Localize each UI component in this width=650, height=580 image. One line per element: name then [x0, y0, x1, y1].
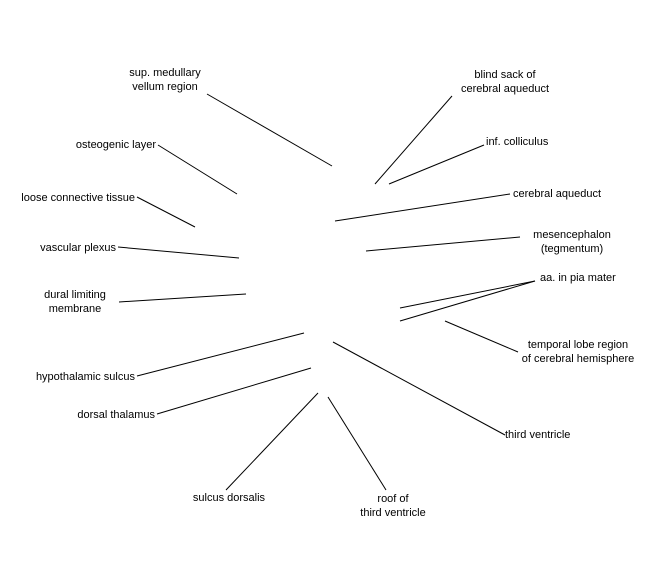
- leader-sulcus-dorsalis: [225, 392, 319, 491]
- leader-dorsal-thalamus: [156, 367, 312, 415]
- leader-sup-medullary-vellum: [206, 93, 333, 167]
- leader-loose-connective-tissue: [136, 196, 196, 228]
- label-inf-colliculus: inf. colliculus: [486, 136, 549, 148]
- label-vascular-plexus: vascular plexus: [40, 242, 116, 254]
- leader-blind-sack: [374, 95, 453, 185]
- label-aa-pia-mater: aa. in pia mater: [540, 272, 616, 284]
- leader-temporal-lobe: [444, 320, 519, 353]
- label-sulcus-dorsalis: sulcus dorsalis: [192, 492, 266, 504]
- leader-aa-pia-mater-lower: [399, 280, 536, 322]
- leader-third-ventricle: [332, 341, 506, 436]
- leader-osteogenic-layer: [157, 144, 238, 195]
- leader-mesencephalon: [365, 236, 521, 252]
- leader-inf-colliculus: [388, 144, 485, 185]
- label-dural-limiting-membrane: dural limiting membrane: [44, 289, 106, 315]
- leader-dural-limiting-membrane: [118, 293, 247, 303]
- label-mesencephalon: mesencephalon (tegmentum): [533, 229, 611, 255]
- label-hypothalamic-sulcus: hypothalamic sulcus: [35, 371, 135, 383]
- label-dorsal-thalamus: dorsal thalamus: [77, 409, 155, 421]
- label-osteogenic-layer: osteogenic layer: [75, 139, 156, 151]
- label-temporal-lobe: temporal lobe region of cerebral hemisph…: [521, 339, 635, 365]
- label-roof-third-ventricle: roof of third ventricle: [360, 493, 426, 519]
- label-loose-connective-tissue: loose connective tissue: [21, 192, 135, 204]
- leader-vascular-plexus: [117, 246, 240, 259]
- leader-aa-pia-mater-upper: [399, 280, 536, 309]
- label-sup-medullary-vellum: sup. medullary vellum region: [129, 67, 201, 93]
- label-blind-sack: blind sack of cerebral aqueduct: [460, 69, 550, 95]
- leader-hypothalamic-sulcus: [136, 332, 305, 377]
- label-cerebral-aqueduct: cerebral aqueduct: [513, 188, 602, 200]
- leader-roof-third-ventricle: [327, 396, 387, 491]
- label-third-ventricle: third ventricle: [505, 429, 571, 441]
- leader-cerebral-aqueduct: [334, 193, 511, 222]
